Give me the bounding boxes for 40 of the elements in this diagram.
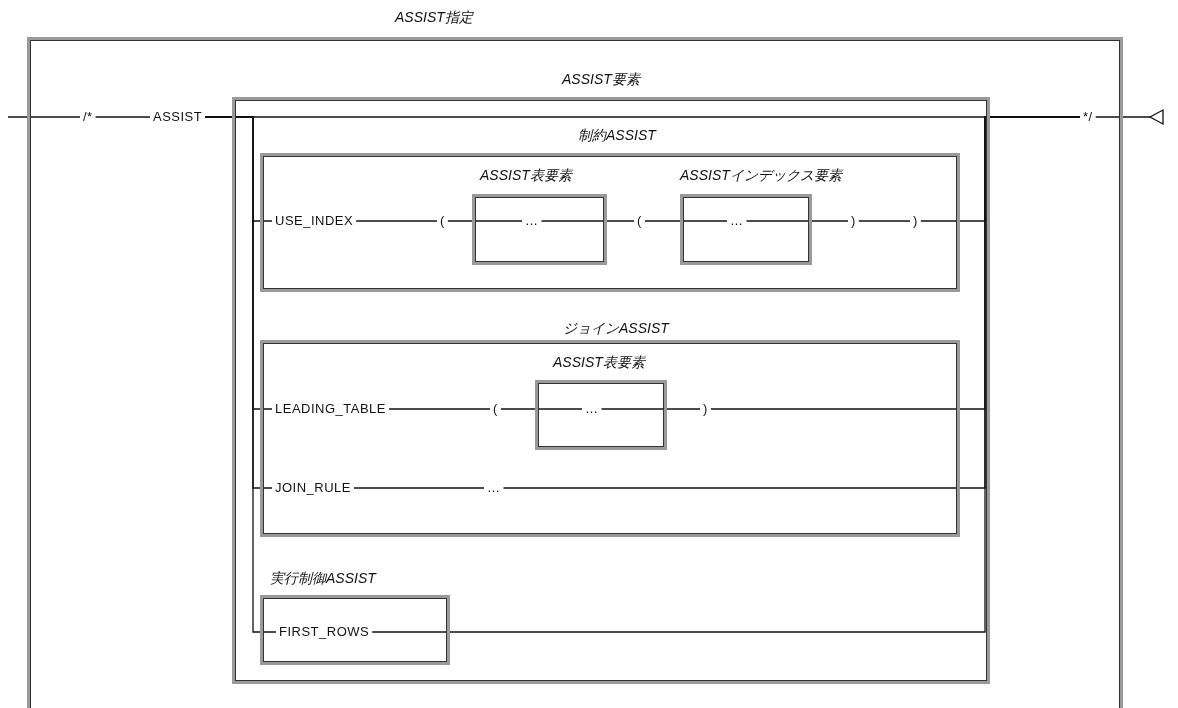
connector-line: [7, 116, 81, 118]
syntax-token: (: [437, 213, 448, 229]
syntax-token: …: [522, 213, 542, 229]
connector-line: [745, 220, 849, 222]
syntax-token: ASSIST: [150, 109, 206, 125]
syntax-token: /*: [80, 109, 96, 125]
box-heading: ASSIST表要素: [553, 353, 645, 371]
connector-line: [1095, 109, 1164, 125]
connector-line: [600, 408, 701, 410]
connector-line: [858, 220, 911, 222]
syntax-token: (: [634, 213, 645, 229]
box-heading: ASSIST表要素: [480, 166, 572, 184]
connector-line: [371, 116, 1081, 633]
connector-line: [644, 220, 728, 222]
syntax-token: ): [910, 213, 921, 229]
box-heading: ASSIST指定: [395, 8, 473, 26]
connector-line: [500, 408, 583, 410]
syntax-token: ): [700, 401, 711, 417]
connector-line: [540, 220, 635, 222]
syntax-token: JOIN_RULE: [272, 480, 355, 496]
syntax-token: …: [727, 213, 747, 229]
box-heading: ジョインASSIST: [563, 319, 669, 337]
syntax-token: FIRST_ROWS: [276, 624, 373, 640]
syntax-token: …: [484, 480, 504, 496]
connector-line: [353, 487, 485, 489]
connector-line: [447, 220, 523, 222]
box-heading: 実行制御ASSIST: [270, 569, 376, 587]
syntax-token: (: [490, 401, 501, 417]
connector-line: [355, 220, 438, 222]
box-heading: ASSISTインデックス要素: [680, 166, 842, 184]
connector-line: [95, 116, 151, 118]
box-heading: 制約ASSIST: [578, 126, 656, 144]
connector-line: [204, 116, 277, 633]
syntax-token: USE_INDEX: [272, 213, 357, 229]
syntax-token: …: [582, 401, 602, 417]
syntax-token: */: [1080, 109, 1096, 125]
syntax-token: ): [848, 213, 859, 229]
box-heading: ASSIST要素: [562, 70, 640, 88]
connector-line: [388, 408, 491, 410]
syntax-token: LEADING_TABLE: [272, 401, 390, 417]
